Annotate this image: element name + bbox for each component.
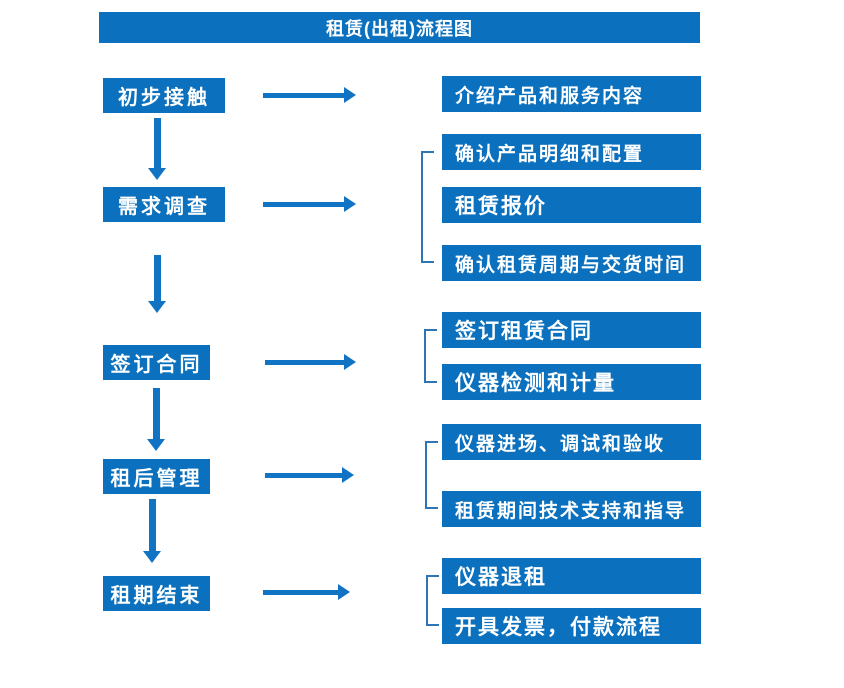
detail-box-introduce-products-services: 介绍产品和服务内容	[442, 76, 701, 112]
step-box-post-rental-management: 租后管理	[103, 459, 210, 494]
arrow-head	[344, 354, 356, 370]
down-arrow	[143, 499, 161, 563]
detail-box-sign-rental-contract: 签订租赁合同	[442, 312, 701, 348]
detail-box-invoice-payment-process: 开具发票，付款流程	[442, 608, 701, 644]
detail-box-rental-quotation: 租赁报价	[442, 187, 701, 223]
group-bracket	[426, 575, 439, 626]
step-box-contract-signing: 签订合同	[103, 345, 210, 380]
right-arrow	[263, 584, 350, 600]
flowchart-title: 租赁(出租)流程图	[99, 12, 700, 43]
detail-box-instrument-return: 仪器退租	[442, 558, 701, 594]
down-arrow	[148, 255, 166, 313]
group-bracket	[425, 441, 438, 509]
arrow-head	[148, 168, 166, 180]
down-arrow	[148, 118, 166, 180]
arrow-head	[148, 301, 166, 313]
arrow-head	[342, 467, 354, 483]
step-box-demand-survey: 需求调查	[103, 187, 225, 222]
right-arrow	[265, 467, 354, 483]
arrow-head	[147, 439, 165, 451]
arrow-shaft	[263, 201, 344, 207]
arrow-shaft	[263, 589, 338, 595]
arrow-shaft	[153, 118, 161, 168]
arrow-shaft	[265, 359, 344, 365]
step-box-initial-contact: 初步接触	[103, 78, 225, 113]
detail-box-instrument-arrival-debug-acceptance: 仪器进场、调试和验收	[442, 424, 701, 460]
group-bracket	[424, 329, 437, 383]
detail-box-confirm-rental-period-delivery: 确认租赁周期与交货时间	[442, 245, 701, 281]
arrow-shaft	[263, 92, 344, 98]
arrow-shaft	[148, 499, 156, 551]
detail-box-technical-support-during-rental: 租赁期间技术支持和指导	[442, 491, 701, 527]
right-arrow	[263, 196, 356, 212]
arrow-shaft	[153, 255, 161, 301]
right-arrow	[265, 354, 356, 370]
detail-box-confirm-product-details-config: 确认产品明细和配置	[442, 134, 701, 170]
arrow-head	[143, 551, 161, 563]
detail-box-instrument-inspection-calibration: 仪器检测和计量	[442, 364, 701, 400]
right-arrow	[263, 87, 356, 103]
down-arrow	[147, 388, 165, 451]
arrow-shaft	[152, 388, 160, 439]
arrow-shaft	[265, 472, 342, 478]
step-box-rental-period-end: 租期结束	[103, 576, 210, 611]
arrow-head	[344, 196, 356, 212]
group-bracket	[421, 151, 434, 263]
arrow-head	[338, 584, 350, 600]
arrow-head	[344, 87, 356, 103]
